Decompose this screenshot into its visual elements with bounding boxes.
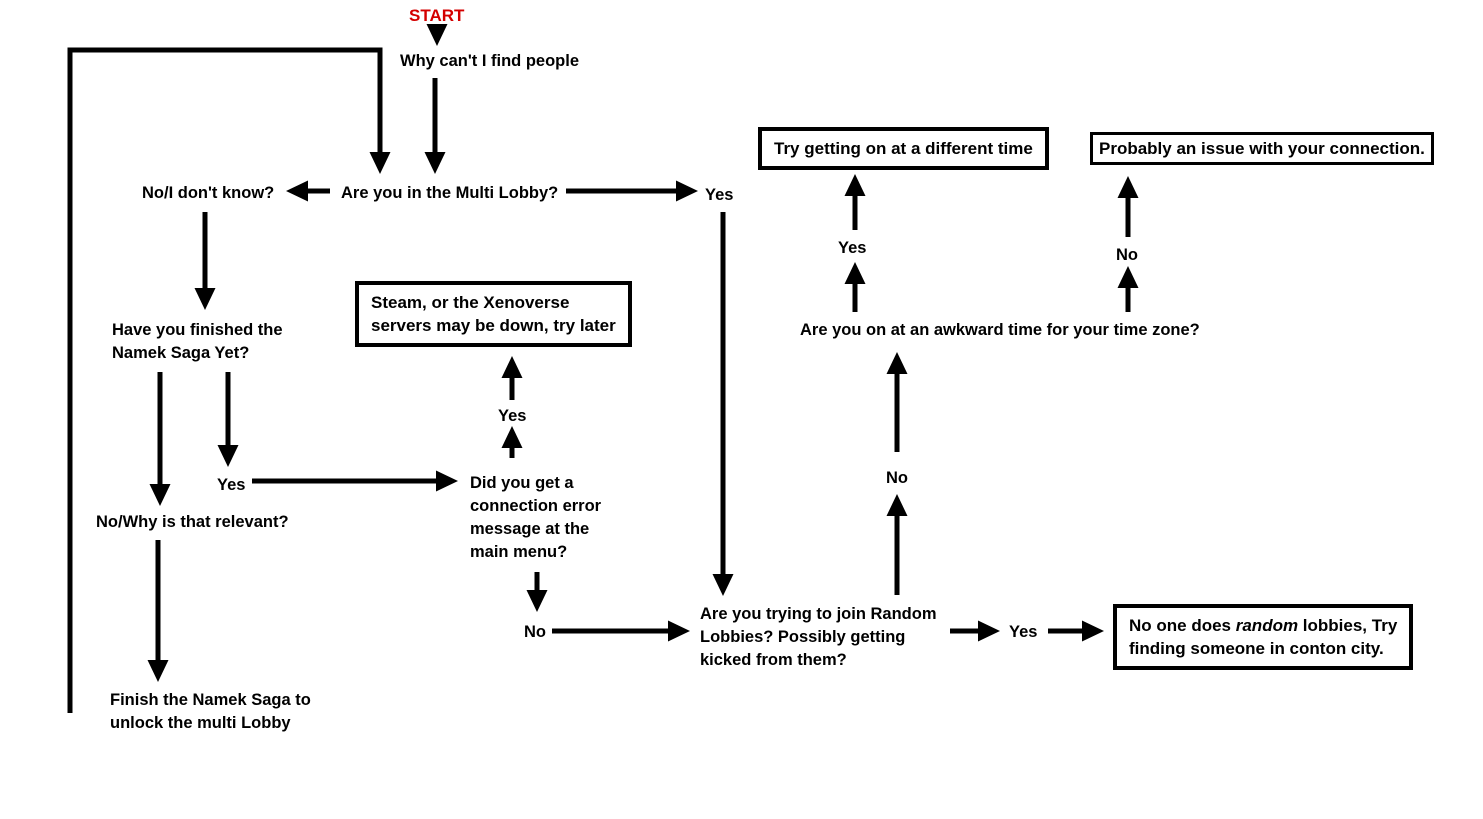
box-steam-down-line1: Steam, or the Xenoverse — [371, 293, 570, 312]
box-steam-down-line2: servers may be down, try later — [371, 316, 616, 335]
box-steam-down: Steam, or the Xenoverse servers may be d… — [355, 281, 632, 347]
box-no-random-lobbies-line1: No one does random lobbies, Try — [1129, 614, 1397, 637]
node-namek-saga: Have you finished the Namek Saga Yet? — [112, 319, 283, 365]
node-awkward-time: Are you on at an awkward time for your t… — [800, 321, 1200, 339]
box-no-random-lobbies-line2: finding someone in conton city. — [1129, 639, 1384, 658]
node-namek-saga-line1: Have you finished the — [112, 321, 283, 339]
edge-label-awkward-no: No — [1114, 245, 1140, 265]
no-random-post: lobbies, Try — [1298, 616, 1398, 635]
edge-label-connection-no: No — [522, 622, 548, 642]
edge-label-namek-yes: Yes — [215, 475, 248, 495]
edge-label-multi-lobby-yes: Yes — [703, 185, 736, 205]
node-finish-namek-line1: Finish the Namek Saga to — [110, 691, 311, 709]
node-root-question: Why can't I find people — [400, 52, 580, 70]
node-finish-namek: Finish the Namek Saga to unlock the mult… — [110, 689, 311, 735]
arrow-loop-finish-namek-to-multi-lobby — [67, 47, 391, 713]
box-connection-issue: Probably an issue with your connection. — [1090, 132, 1434, 165]
node-connection-error-line4: main menu? — [470, 543, 568, 561]
no-random-italic: random — [1235, 616, 1299, 635]
node-multi-lobby: Are you in the Multi Lobby? — [341, 184, 559, 202]
node-random-lobbies: Are you trying to join Random Lobbies? P… — [700, 603, 937, 672]
edge-label-awkward-yes: Yes — [836, 238, 869, 258]
node-connection-error: Did you get a connection error message a… — [470, 472, 601, 564]
edge-label-random-yes: Yes — [1007, 622, 1040, 642]
node-namek-saga-line2: Namek Saga Yet? — [112, 344, 250, 362]
node-no-why-relevant: No/Why is that relevant? — [96, 513, 289, 531]
node-no-i-dont-know: No/I don't know? — [142, 184, 275, 202]
box-try-different-time: Try getting on at a different time — [758, 127, 1049, 170]
node-connection-error-line2: connection error — [470, 497, 602, 515]
box-no-random-lobbies: No one does random lobbies, Try finding … — [1113, 604, 1414, 670]
no-random-pre: No one does — [1129, 616, 1236, 635]
node-random-lobbies-line2: Lobbies? Possibly getting — [700, 628, 906, 646]
node-finish-namek-line2: unlock the multi Lobby — [110, 714, 291, 732]
edge-label-connection-yes: Yes — [496, 406, 529, 426]
node-connection-error-line1: Did you get a — [470, 474, 574, 492]
start-label: START — [409, 6, 465, 25]
node-connection-error-line3: message at the — [470, 520, 590, 538]
node-random-lobbies-line1: Are you trying to join Random — [700, 605, 937, 623]
edge-label-random-no: No — [884, 468, 910, 488]
node-random-lobbies-line3: kicked from them? — [700, 651, 847, 669]
